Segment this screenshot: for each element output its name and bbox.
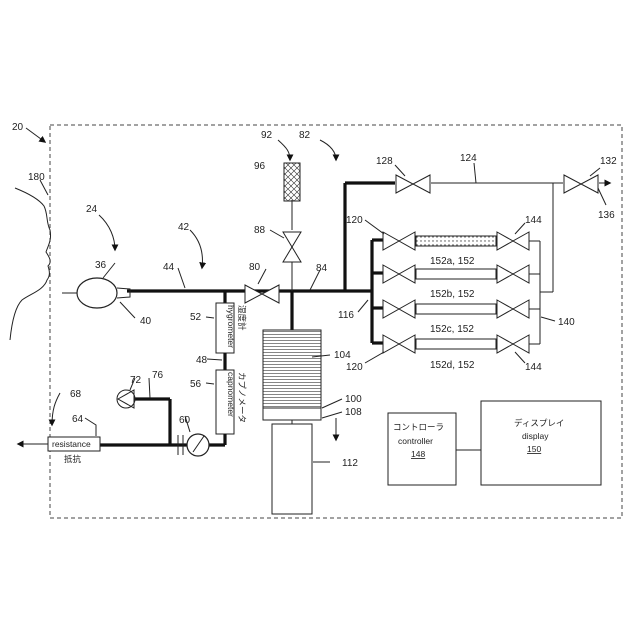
label-capnometer-jp: カプノメータ: [237, 372, 247, 423]
ref-desiccant: 96: [254, 161, 266, 172]
ref-plate-100: 100: [345, 394, 362, 405]
ref-tank: 112: [342, 458, 358, 469]
airway-adapter: [77, 278, 117, 308]
pump-72: [117, 390, 135, 408]
label-tube-152a: 152a, 152: [430, 256, 475, 267]
ref-circuit: 42: [178, 222, 190, 233]
ref-node-116: 116: [338, 310, 354, 321]
ref-tube: 44: [163, 262, 175, 273]
valve-row-2: [383, 265, 415, 283]
label-capnometer: capnometer: [226, 372, 236, 417]
patient-face: [10, 188, 51, 340]
label-display: display: [522, 431, 549, 441]
valve-120-row-1: [383, 232, 415, 250]
ref-vent: 136: [598, 210, 615, 221]
label-controller-jp: コントローラ: [393, 422, 444, 432]
ref-meter: 60: [179, 415, 191, 426]
ref-hygro: 52: [190, 312, 202, 323]
tank-112: [272, 424, 312, 514]
valve-128: [396, 175, 430, 193]
ref-manifold: 82: [299, 130, 311, 141]
ref-resist: 64: [72, 414, 84, 425]
valve-row-3-right: [497, 300, 529, 318]
valve-144-row-4: [497, 335, 529, 353]
valve-120-row-4: [383, 335, 415, 353]
ref-line-76: 76: [152, 370, 164, 381]
ref-valve-main: 80: [249, 262, 261, 273]
ref-valve-144-top: 144: [525, 215, 542, 226]
label-tube-152b: 152b, 152: [430, 289, 475, 300]
valve-80: [245, 285, 279, 303]
valve-88: [283, 232, 301, 262]
ref-line-84: 84: [316, 263, 328, 274]
ref-airway: 36: [95, 260, 107, 271]
ref-valve-144-bottom: 144: [525, 362, 542, 373]
label-display-jp: ディスプレイ: [514, 418, 564, 428]
ref-bypass: 140: [558, 317, 575, 328]
plate-108: [263, 408, 321, 420]
tube-152a: [416, 236, 496, 246]
ref-patient: 180: [28, 172, 45, 183]
ref-line-124: 124: [460, 153, 477, 164]
canister-104: [263, 330, 321, 408]
label-resistance: resistance: [52, 439, 91, 449]
label-hygrometer-jp: 湿度計: [237, 305, 247, 331]
valve-144-row-1: [497, 232, 529, 250]
display-box: [481, 401, 601, 485]
ref-gap: 48: [196, 355, 208, 366]
ref-system: 20: [12, 122, 24, 133]
label-controller-num: 148: [411, 449, 425, 459]
label-tube-152d: 152d, 152: [430, 360, 475, 371]
ref-exhaust: 68: [70, 389, 82, 400]
ref-valve-132: 132: [600, 156, 617, 167]
valve-row-2-right: [497, 265, 529, 283]
ref-valve-top: 88: [254, 225, 266, 236]
label-controller: controller: [398, 436, 433, 446]
ref-canister: 104: [334, 350, 351, 361]
ref-plate-108: 108: [345, 407, 362, 418]
valve-132: [564, 175, 598, 193]
branch-rows: [372, 240, 383, 343]
label-hygrometer: hygrometer: [226, 305, 236, 348]
ref-interface: 24: [86, 204, 98, 215]
ref-valve-128: 128: [376, 156, 393, 167]
label-tube-152c: 152c, 152: [430, 324, 474, 335]
valve-row-3: [383, 300, 415, 318]
label-resistance-jp: 抵抗: [64, 454, 82, 464]
tube-152d: [416, 339, 496, 349]
tube-152c: [416, 304, 496, 314]
ref-valve-120-bottom: 120: [346, 362, 363, 373]
tube-152b: [416, 269, 496, 279]
desiccant-96: [284, 163, 300, 201]
ref-capno: 56: [190, 379, 202, 390]
ref-pump: 72: [130, 375, 142, 386]
ref-filter: 92: [261, 130, 273, 141]
label-display-num: 150: [527, 444, 541, 454]
ref-valve-120-top: 120: [346, 215, 363, 226]
ref-mouth: 40: [140, 316, 152, 327]
